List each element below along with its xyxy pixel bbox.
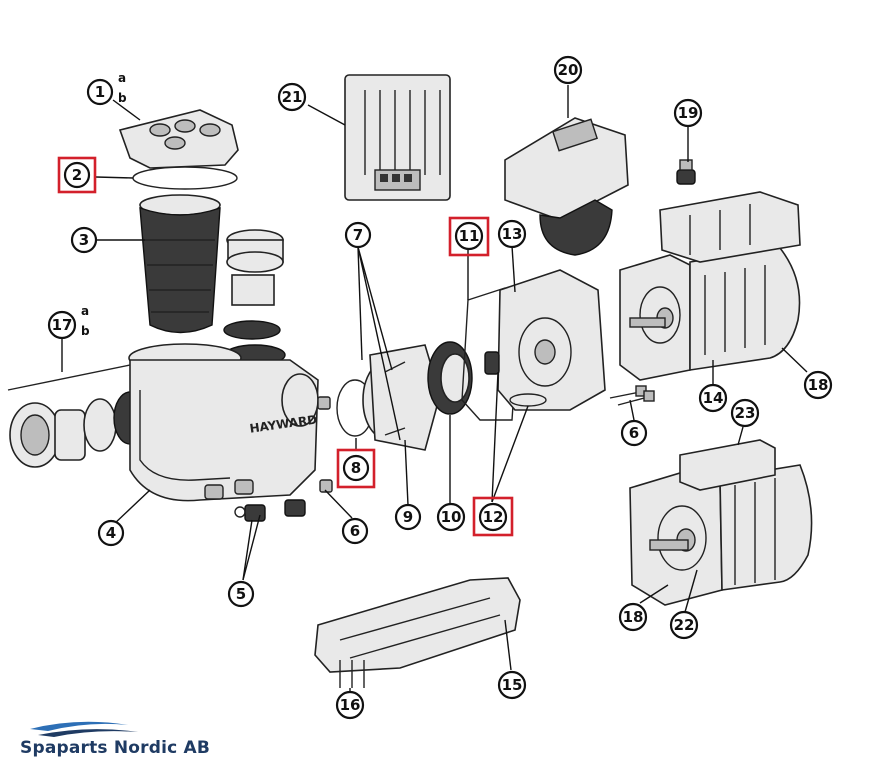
part-drain-plugs	[234, 499, 306, 522]
callout-7: 7	[344, 221, 372, 249]
callout-10: 10	[436, 502, 466, 532]
svg-text:11: 11	[459, 227, 480, 245]
part-bolts-right	[609, 385, 655, 406]
highlight-box-12	[472, 496, 514, 537]
callout-4: 4	[97, 519, 125, 547]
svg-text:8: 8	[351, 459, 361, 477]
callout-22: 22	[669, 610, 699, 640]
callout-8: 8	[336, 448, 376, 489]
callout-19: 19	[673, 98, 703, 128]
svg-text:15: 15	[502, 676, 523, 694]
callout-2: 2	[57, 156, 97, 194]
callout-17-suffix-a: a	[81, 304, 89, 318]
callout-5: 5	[227, 580, 255, 608]
svg-text:21: 21	[282, 88, 303, 106]
callout-9: 9	[394, 503, 422, 531]
callout-6-left: 6	[341, 517, 369, 545]
part-bolts-left	[317, 396, 333, 493]
callout-11: 11	[448, 216, 490, 257]
svg-text:9: 9	[403, 508, 413, 526]
callout-18-top: 18	[803, 370, 833, 400]
svg-text:4: 4	[106, 524, 116, 542]
brand-wave-icon	[30, 721, 128, 731]
part-base-screws	[339, 660, 365, 688]
part-seal-assembly	[336, 341, 473, 451]
callout-17-suffix-b: b	[81, 324, 90, 338]
highlight-box-11	[448, 216, 490, 257]
svg-text:18: 18	[623, 608, 644, 626]
part-lid	[118, 109, 239, 169]
callout-23: 23	[730, 398, 760, 428]
part-motor-single	[629, 439, 813, 606]
callout-6-right: 6	[620, 419, 648, 447]
svg-text:17: 17	[52, 316, 73, 334]
svg-text:23: 23	[735, 404, 756, 422]
brand-name: Spaparts Nordic AB	[20, 738, 211, 758]
part-motor-vs	[619, 191, 801, 381]
svg-text:19: 19	[678, 104, 699, 122]
part-drive-unit	[504, 117, 629, 256]
svg-text:22: 22	[674, 616, 695, 634]
svg-text:13: 13	[502, 225, 523, 243]
svg-text:16: 16	[340, 696, 361, 714]
svg-text:6: 6	[350, 522, 360, 540]
svg-text:12: 12	[483, 508, 504, 526]
callout-1-suffix-a: a	[118, 71, 126, 85]
callout-13: 13	[497, 219, 527, 249]
part-pump-housing: HAYWARD	[128, 343, 319, 502]
part-basket	[139, 194, 221, 334]
callout-12: 12	[472, 496, 514, 537]
callout-15: 15	[497, 670, 527, 700]
callout-20: 20	[553, 55, 583, 85]
highlight-box-2	[57, 156, 97, 194]
brand-logo	[30, 721, 138, 737]
callout-1-suffix-b: b	[118, 91, 127, 105]
callout-17: 17 a b	[47, 304, 90, 340]
svg-text:3: 3	[79, 231, 89, 249]
part-seal-plate	[461, 269, 606, 421]
callout-14: 14	[698, 383, 728, 413]
callout-21: 21	[277, 82, 307, 112]
callout-18-bottom: 18	[618, 602, 648, 632]
part-base	[314, 577, 521, 673]
svg-text:6: 6	[629, 424, 639, 442]
svg-text:7: 7	[353, 226, 363, 244]
svg-text:1: 1	[95, 83, 105, 101]
svg-text:18: 18	[808, 376, 829, 394]
callout-3: 3	[70, 226, 98, 254]
svg-text:20: 20	[558, 61, 579, 79]
highlight-box-8	[336, 448, 376, 489]
callout-16: 16	[335, 690, 365, 720]
part-lid-oring	[132, 166, 238, 190]
part-controller	[344, 74, 451, 201]
svg-text:2: 2	[72, 166, 82, 184]
svg-text:14: 14	[703, 389, 724, 407]
svg-text:5: 5	[236, 585, 246, 603]
part-pipe-adapter	[223, 229, 286, 366]
callout-1: 1 a b	[86, 71, 127, 106]
svg-text:10: 10	[441, 508, 462, 526]
part-cable-gland	[676, 159, 696, 185]
leader-lines	[61, 85, 808, 692]
